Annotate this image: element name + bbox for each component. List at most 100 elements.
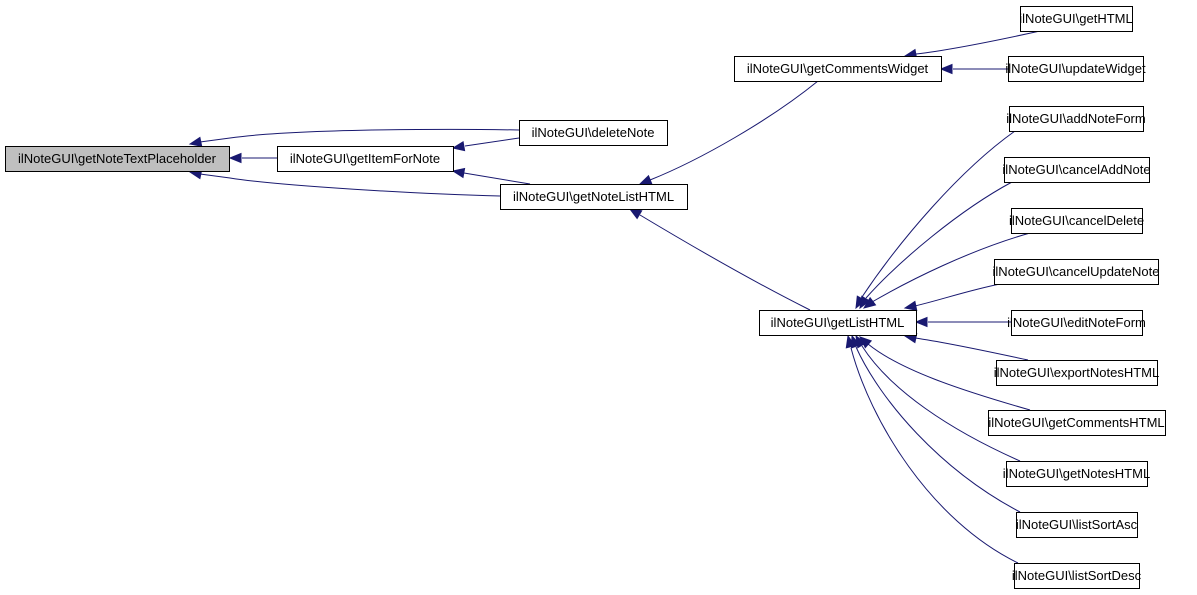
edge-line bbox=[649, 80, 819, 181]
edge-line bbox=[865, 181, 1013, 299]
node-label: ilNoteGUI\getNoteTextPlaceholder bbox=[18, 151, 217, 166]
node-label: ilNoteGUI\getCommentsHTML bbox=[988, 415, 1164, 430]
edge-getHTML-to-getCommentsWidget bbox=[903, 30, 1041, 60]
node-label: ilNoteGUI\getNotesHTML bbox=[1003, 466, 1150, 481]
edge-exportNotesHTML-to-getListHTML bbox=[903, 333, 1029, 361]
node-getCommentsHTML[interactable]: ilNoteGUI\getCommentsHTML bbox=[988, 410, 1166, 436]
edge-getNoteListHTML-to-getItemForNote bbox=[451, 167, 531, 185]
node-label: ilNoteGUI\editNoteForm bbox=[1007, 315, 1146, 330]
edge-line bbox=[855, 346, 1021, 513]
edges-layer bbox=[188, 30, 1041, 564]
edge-line bbox=[463, 172, 531, 185]
edge-getNoteListHTML-to-getNoteTextPlaceholder bbox=[188, 169, 501, 197]
arrowhead bbox=[188, 136, 203, 147]
nodes-layer: ilNoteGUI\getNoteTextPlaceholder ilNoteGU… bbox=[5, 6, 1166, 589]
edge-line bbox=[850, 347, 1019, 564]
edge-line bbox=[914, 283, 1001, 307]
arrowhead bbox=[451, 167, 466, 179]
node-box bbox=[1006, 461, 1148, 487]
arrowhead bbox=[451, 140, 466, 152]
edge-addNoteForm-to-getListHTML bbox=[855, 130, 1016, 310]
edge-getNotesHTML-to-getListHTML bbox=[855, 334, 1021, 462]
node-getItemForNote[interactable]: ilNoteGUI\getItemForNote bbox=[277, 146, 454, 172]
node-getNoteTextPlaceholder[interactable]: ilNoteGUI\getNoteTextPlaceholder bbox=[5, 146, 230, 172]
node-label: ilNoteGUI\getItemForNote bbox=[290, 151, 440, 166]
node-label: ilNoteGUI\exportNotesHTML bbox=[994, 365, 1159, 380]
node-getNotesHTML[interactable]: ilNoteGUI\getNotesHTML bbox=[1003, 461, 1150, 487]
arrowhead bbox=[914, 316, 928, 328]
node-getHTML[interactable]: ilNoteGUI\getHTML bbox=[1019, 6, 1133, 32]
node-box bbox=[1011, 208, 1143, 234]
node-box bbox=[994, 259, 1159, 285]
arrowhead bbox=[628, 208, 643, 220]
node-label: ilNoteGUI\deleteNote bbox=[532, 125, 655, 140]
node-cancelUpdateNote[interactable]: ilNoteGUI\cancelUpdateNote bbox=[993, 259, 1160, 285]
edge-line bbox=[914, 337, 1029, 361]
node-exportNotesHTML[interactable]: ilNoteGUI\exportNotesHTML bbox=[994, 360, 1159, 386]
arrowhead bbox=[862, 296, 877, 309]
node-box bbox=[1011, 310, 1143, 336]
node-label: ilNoteGUI\cancelUpdateNote bbox=[993, 264, 1160, 279]
node-listSortDesc[interactable]: ilNoteGUI\listSortDesc bbox=[1012, 563, 1142, 589]
edge-listSortDesc-to-getListHTML bbox=[845, 334, 1019, 564]
node-getListHTML[interactable]: ilNoteGUI\getListHTML bbox=[759, 310, 917, 336]
edge-getItemForNote-to-getNoteTextPlaceholder bbox=[228, 152, 277, 164]
node-label: ilNoteGUI\getNoteListHTML bbox=[513, 189, 674, 204]
node-box bbox=[277, 146, 454, 172]
edge-cancelUpdateNote-to-getListHTML bbox=[903, 283, 1001, 311]
edge-line bbox=[871, 232, 1031, 303]
edge-line bbox=[464, 137, 520, 147]
node-listSortAsc[interactable]: ilNoteGUI\listSortAsc bbox=[1016, 512, 1138, 538]
edge-line bbox=[199, 128, 520, 143]
arrowhead bbox=[845, 334, 856, 349]
arrowhead bbox=[939, 63, 953, 75]
node-box bbox=[734, 56, 942, 82]
edge-line bbox=[861, 130, 1016, 298]
node-cancelAddNote[interactable]: ilNoteGUI\cancelAddNote bbox=[1002, 157, 1151, 183]
node-box bbox=[1009, 106, 1144, 132]
node-box bbox=[1014, 563, 1140, 589]
edge-line bbox=[915, 30, 1041, 55]
node-box bbox=[1004, 157, 1150, 183]
node-box bbox=[996, 360, 1158, 386]
node-box bbox=[988, 410, 1166, 436]
arrowhead bbox=[859, 295, 871, 310]
node-label: ilNoteGUI\cancelDelete bbox=[1009, 213, 1144, 228]
edge-editNoteForm-to-getListHTML bbox=[914, 316, 1011, 328]
node-label: ilNoteGUI\getHTML bbox=[1019, 11, 1132, 26]
node-getCommentsWidget[interactable]: ilNoteGUI\getCommentsWidget bbox=[734, 56, 942, 82]
edge-line bbox=[861, 345, 1021, 462]
arrowhead bbox=[228, 152, 242, 164]
node-box bbox=[1020, 6, 1133, 32]
node-cancelDelete[interactable]: ilNoteGUI\cancelDelete bbox=[1009, 208, 1144, 234]
edge-line bbox=[639, 214, 811, 311]
node-deleteNote[interactable]: ilNoteGUI\deleteNote bbox=[519, 120, 668, 146]
edge-cancelDelete-to-getListHTML bbox=[862, 232, 1031, 309]
node-label: ilNoteGUI\updateWidget bbox=[1005, 61, 1146, 76]
edge-getListHTML-to-getNoteListHTML bbox=[628, 208, 811, 311]
node-getNoteListHTML[interactable]: ilNoteGUI\getNoteListHTML bbox=[500, 184, 688, 210]
edge-deleteNote-to-getItemForNote bbox=[451, 137, 520, 152]
edge-updateWidget-to-getCommentsWidget bbox=[939, 63, 1008, 75]
edge-deleteNote-to-getNoteTextPlaceholder bbox=[188, 128, 520, 147]
node-box bbox=[500, 184, 688, 210]
node-box bbox=[1008, 56, 1144, 82]
node-editNoteForm[interactable]: ilNoteGUI\editNoteForm bbox=[1007, 310, 1146, 336]
node-box bbox=[1016, 512, 1138, 538]
node-box bbox=[519, 120, 668, 146]
node-label: ilNoteGUI\listSortAsc bbox=[1016, 517, 1138, 532]
node-label: ilNoteGUI\listSortDesc bbox=[1012, 568, 1142, 583]
node-box bbox=[759, 310, 917, 336]
node-label: ilNoteGUI\addNoteForm bbox=[1006, 111, 1145, 126]
node-updateWidget[interactable]: ilNoteGUI\updateWidget bbox=[1005, 56, 1146, 82]
arrowhead bbox=[638, 174, 653, 185]
arrowhead bbox=[903, 300, 918, 311]
node-label: ilNoteGUI\cancelAddNote bbox=[1002, 162, 1150, 177]
node-box bbox=[5, 146, 230, 172]
edge-line bbox=[867, 343, 1031, 411]
node-addNoteForm[interactable]: ilNoteGUI\addNoteForm bbox=[1006, 106, 1146, 132]
edge-cancelAddNote-to-getListHTML bbox=[859, 181, 1013, 310]
edge-line bbox=[199, 173, 501, 197]
node-label: ilNoteGUI\getCommentsWidget bbox=[747, 61, 929, 76]
